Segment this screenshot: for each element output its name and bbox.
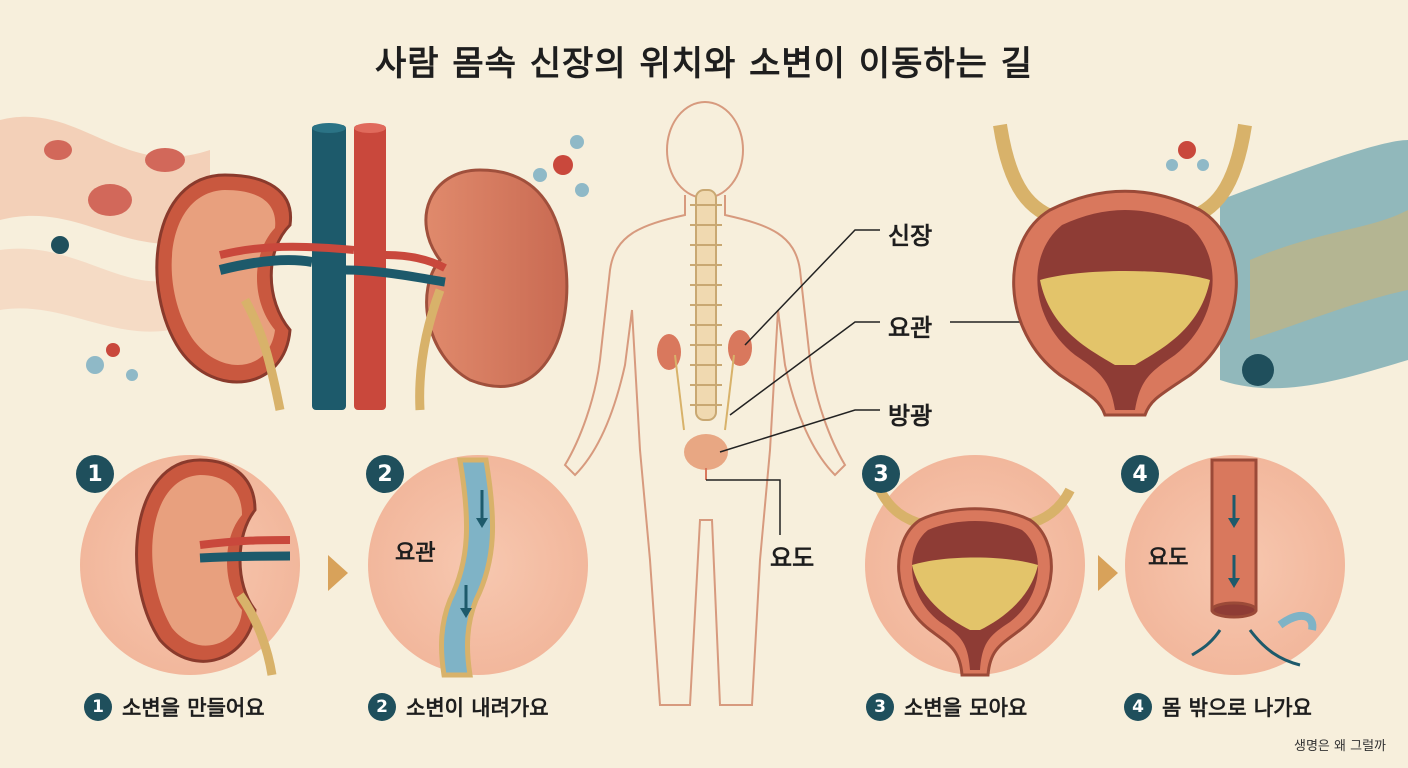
step3-caption: 3 소변을 모아요 [866,692,1027,722]
spine [690,189,722,421]
step1-caption: 1 소변을 만들어요 [84,692,265,722]
leader-lines [706,229,1055,535]
step-arrows [328,555,1118,591]
page-title: 사람 몸속 신장의 위치와 소변이 이동하는 길 [374,44,1034,84]
step4-number: 4 [1121,455,1159,493]
step1-kidney-illustration [135,458,291,676]
step3-bladder-illustration [875,487,1075,677]
step4-caption-text: 몸 밖으로 나가요 [1162,696,1312,720]
step2-caption: 2 소변이 내려가요 [368,692,549,722]
step2-ureter-illustration [439,457,496,678]
step2-number: 2 [366,455,404,493]
step4-caption-number: 4 [1124,693,1152,721]
step1-number: 1 [76,455,114,493]
kidney-vessel-illustration [155,123,589,411]
step4-caption: 4 몸 밖으로 나가요 [1124,692,1312,722]
label-urethra: 요도 [770,544,815,572]
step3-number: 3 [862,455,900,493]
step1-caption-text: 소변을 만들어요 [122,696,265,720]
label-kidney: 신장 [888,222,933,250]
label-ureter: 요관 [888,314,933,342]
step4-urethra-illustration [1191,458,1317,667]
step2-circle-label: 요관 [395,541,436,566]
left-flow-decoration [0,116,210,381]
step3-caption-text: 소변을 모아요 [904,696,1028,720]
step1-caption-number: 1 [84,693,112,721]
label-bladder: 방광 [888,402,933,430]
credit-text: 생명은 왜 그럴까 [1294,739,1386,754]
step2-caption-text: 소변이 내려가요 [406,696,549,720]
bladder-illustration [993,123,1408,417]
body-urinary-organs [657,330,752,480]
step4-circle-label: 요도 [1148,546,1189,571]
step2-caption-number: 2 [368,693,396,721]
step3-caption-number: 3 [866,693,894,721]
